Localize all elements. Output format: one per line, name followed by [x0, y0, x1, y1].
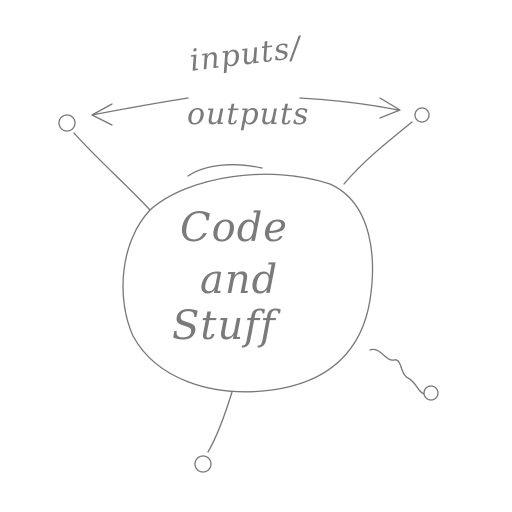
- bottom-connector-line: [207, 391, 233, 453]
- left-arrow-head: [91, 103, 113, 126]
- blob-label-code: Code: [180, 205, 288, 251]
- io-label-outputs: outputs: [187, 97, 310, 132]
- left-connector-line: [73, 132, 151, 211]
- blob-overstroke: [187, 164, 263, 177]
- blob-label-stuff: Stuff: [172, 303, 276, 349]
- right-node-circle: [414, 107, 430, 123]
- squiggle-end-circle: [423, 385, 439, 401]
- right-arrow-head: [379, 97, 401, 119]
- right-connector-line: [343, 121, 413, 185]
- left-node-circle: [58, 114, 76, 132]
- squiggly-tail: [369, 348, 425, 395]
- code-blob: [122, 173, 374, 393]
- bottom-node-circle: [194, 455, 212, 473]
- left-arrow-shaft: [91, 97, 189, 116]
- right-arrow-shaft: [299, 97, 399, 111]
- blob-label-and: and: [200, 257, 279, 303]
